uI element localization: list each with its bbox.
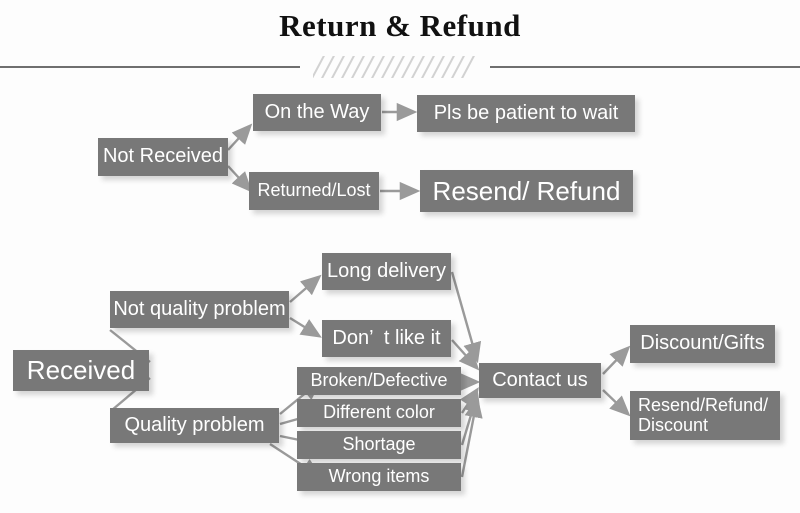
divider-rule-right: [490, 66, 800, 68]
node-on-the-way[interactable]: On the Way: [253, 94, 381, 131]
node-contact-us[interactable]: Contact us: [479, 363, 601, 398]
node-resend-refund[interactable]: Resend/ Refund: [420, 170, 633, 212]
node-received[interactable]: Received: [13, 350, 149, 391]
node-broken-defective[interactable]: Broken/Defective: [297, 367, 461, 395]
node-wrong-items[interactable]: Wrong items: [297, 463, 461, 491]
node-returned-lost[interactable]: Returned/Lost: [249, 172, 379, 210]
node-quality-problem[interactable]: Quality problem: [110, 408, 279, 443]
node-not-quality-problem[interactable]: Not quality problem: [110, 291, 289, 328]
node-dont-like-it[interactable]: Don’ t like it: [322, 320, 451, 357]
node-resend-refund-discount[interactable]: Resend/Refund/ Discount: [630, 391, 780, 440]
node-discount-gifts[interactable]: Discount/Gifts: [630, 325, 775, 363]
node-shortage[interactable]: Shortage: [297, 431, 461, 459]
node-pls-be-patient[interactable]: Pls be patient to wait: [417, 95, 635, 132]
node-different-color[interactable]: Different color: [297, 399, 461, 427]
node-not-received[interactable]: Not Received: [98, 138, 228, 176]
page-title: Return & Refund: [279, 8, 521, 43]
node-long-delivery[interactable]: Long delivery: [322, 253, 451, 290]
divider-rule-left: [0, 66, 300, 68]
header-divider: [0, 56, 800, 78]
